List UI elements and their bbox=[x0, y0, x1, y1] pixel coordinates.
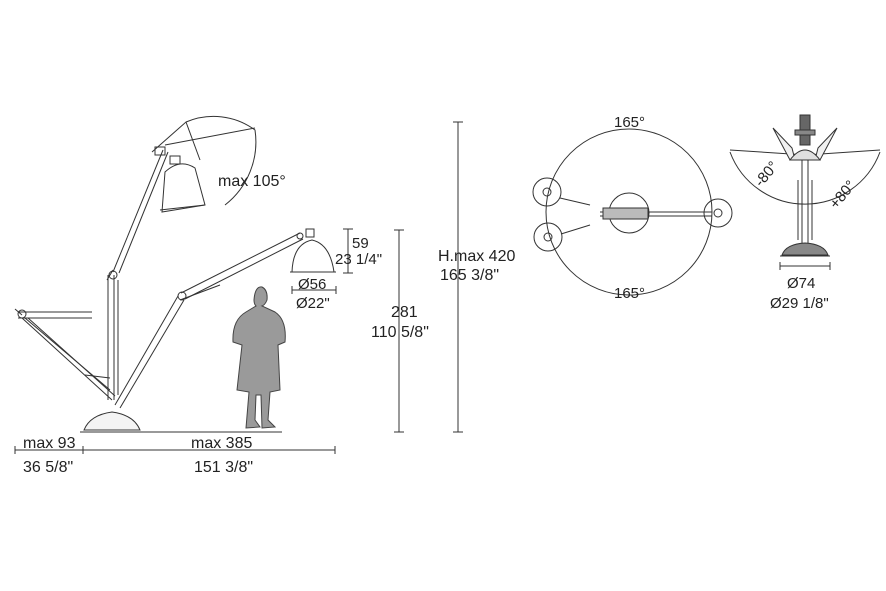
front-reach-cm: max 385 bbox=[191, 435, 253, 452]
rear-reach-cm: max 93 bbox=[23, 435, 76, 452]
rotation-bottom-label: 165° bbox=[614, 285, 646, 302]
extended-shade bbox=[290, 229, 336, 272]
base-diameter-in: Ø29 1/8" bbox=[770, 295, 829, 312]
rotation-top-label: 165° bbox=[614, 114, 646, 131]
upright-lamp-arm bbox=[107, 150, 168, 400]
shade-height-cm: 59 bbox=[352, 235, 369, 252]
person-silhouette bbox=[233, 287, 285, 428]
reach-dimension bbox=[15, 446, 335, 454]
upright-shade bbox=[155, 147, 205, 212]
extended-lamp-arm bbox=[115, 233, 303, 408]
rear-reach-in: 36 5/8" bbox=[23, 459, 74, 476]
height-dimension-281 bbox=[394, 230, 404, 432]
lamp-base bbox=[80, 412, 282, 432]
max-height-dimension bbox=[453, 122, 463, 432]
rear-arm bbox=[15, 309, 115, 400]
tilt-arc bbox=[152, 116, 256, 205]
tilt-angle-label: max 105° bbox=[218, 173, 286, 190]
max-height-in: 165 3/8" bbox=[440, 267, 500, 284]
top-view bbox=[533, 129, 732, 295]
front-view bbox=[730, 115, 880, 270]
front-reach-in: 151 3/8" bbox=[194, 459, 254, 476]
shade-diameter-in: Ø22" bbox=[296, 295, 330, 312]
shade-diameter-cm: Ø56 bbox=[298, 276, 327, 293]
height-cm: 281 bbox=[391, 304, 418, 321]
shade-height-in: 23 1/4" bbox=[335, 251, 383, 268]
height-in: 110 5/8" bbox=[371, 324, 429, 341]
base-diameter-cm: Ø74 bbox=[787, 275, 816, 292]
max-height-cm: H.max 420 bbox=[438, 248, 516, 265]
shade-diameter-dimension bbox=[292, 286, 336, 294]
shade-height-bracket bbox=[343, 229, 353, 273]
